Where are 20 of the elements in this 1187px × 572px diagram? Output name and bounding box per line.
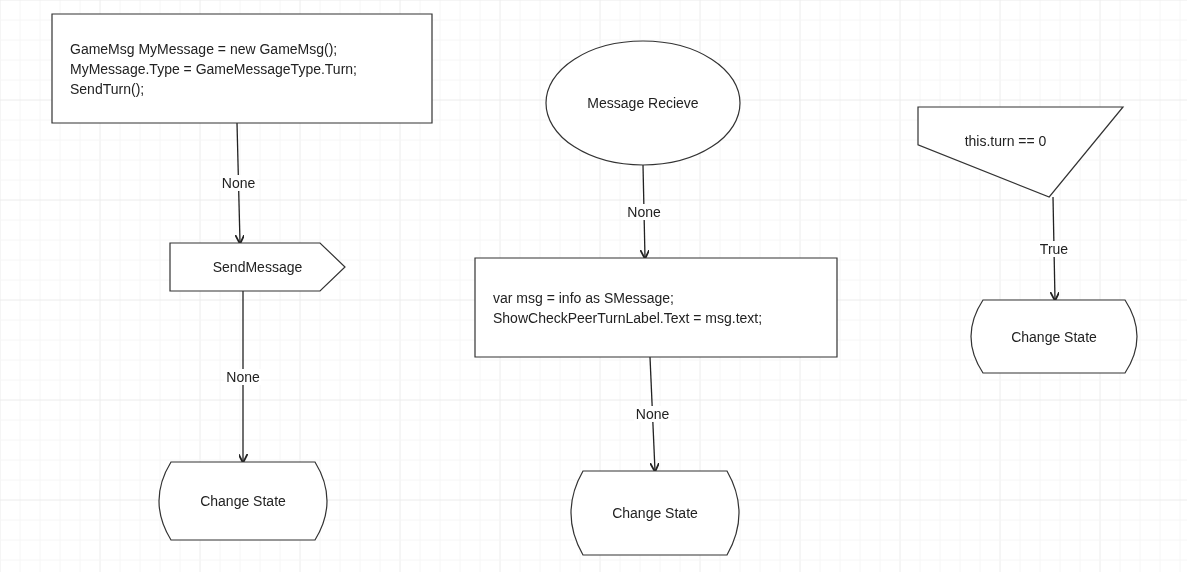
node-text: this.turn == 0 (964, 132, 1047, 151)
node-text: var msg = info as SMessage; ShowCheckPeerTurnLabel.Text = msg.text; (493, 288, 764, 328)
arrow (237, 290, 249, 464)
node-text: SendMessage (212, 258, 303, 277)
node-text: Change State (1011, 327, 1097, 347)
node-text: Change State (612, 504, 698, 523)
event-ellipse (546, 41, 740, 165)
edge-label: None (625, 203, 663, 220)
node-text: Message Recieve (587, 94, 699, 113)
process-box (52, 14, 432, 123)
node-text: Change State (200, 492, 286, 511)
arrow (649, 356, 661, 473)
edge-label: None (224, 368, 262, 385)
process-box (475, 258, 837, 357)
send-signal-shape (170, 243, 345, 291)
arrow (234, 122, 246, 245)
edge-label: None (633, 406, 672, 422)
decision-shape (918, 107, 1123, 197)
node-text: GameMsg MyMessage = new GameMsg(); MyMessage.Type = GameMessageType.Turn; SendTurn(); (70, 39, 358, 99)
edge-label: None (219, 175, 258, 191)
